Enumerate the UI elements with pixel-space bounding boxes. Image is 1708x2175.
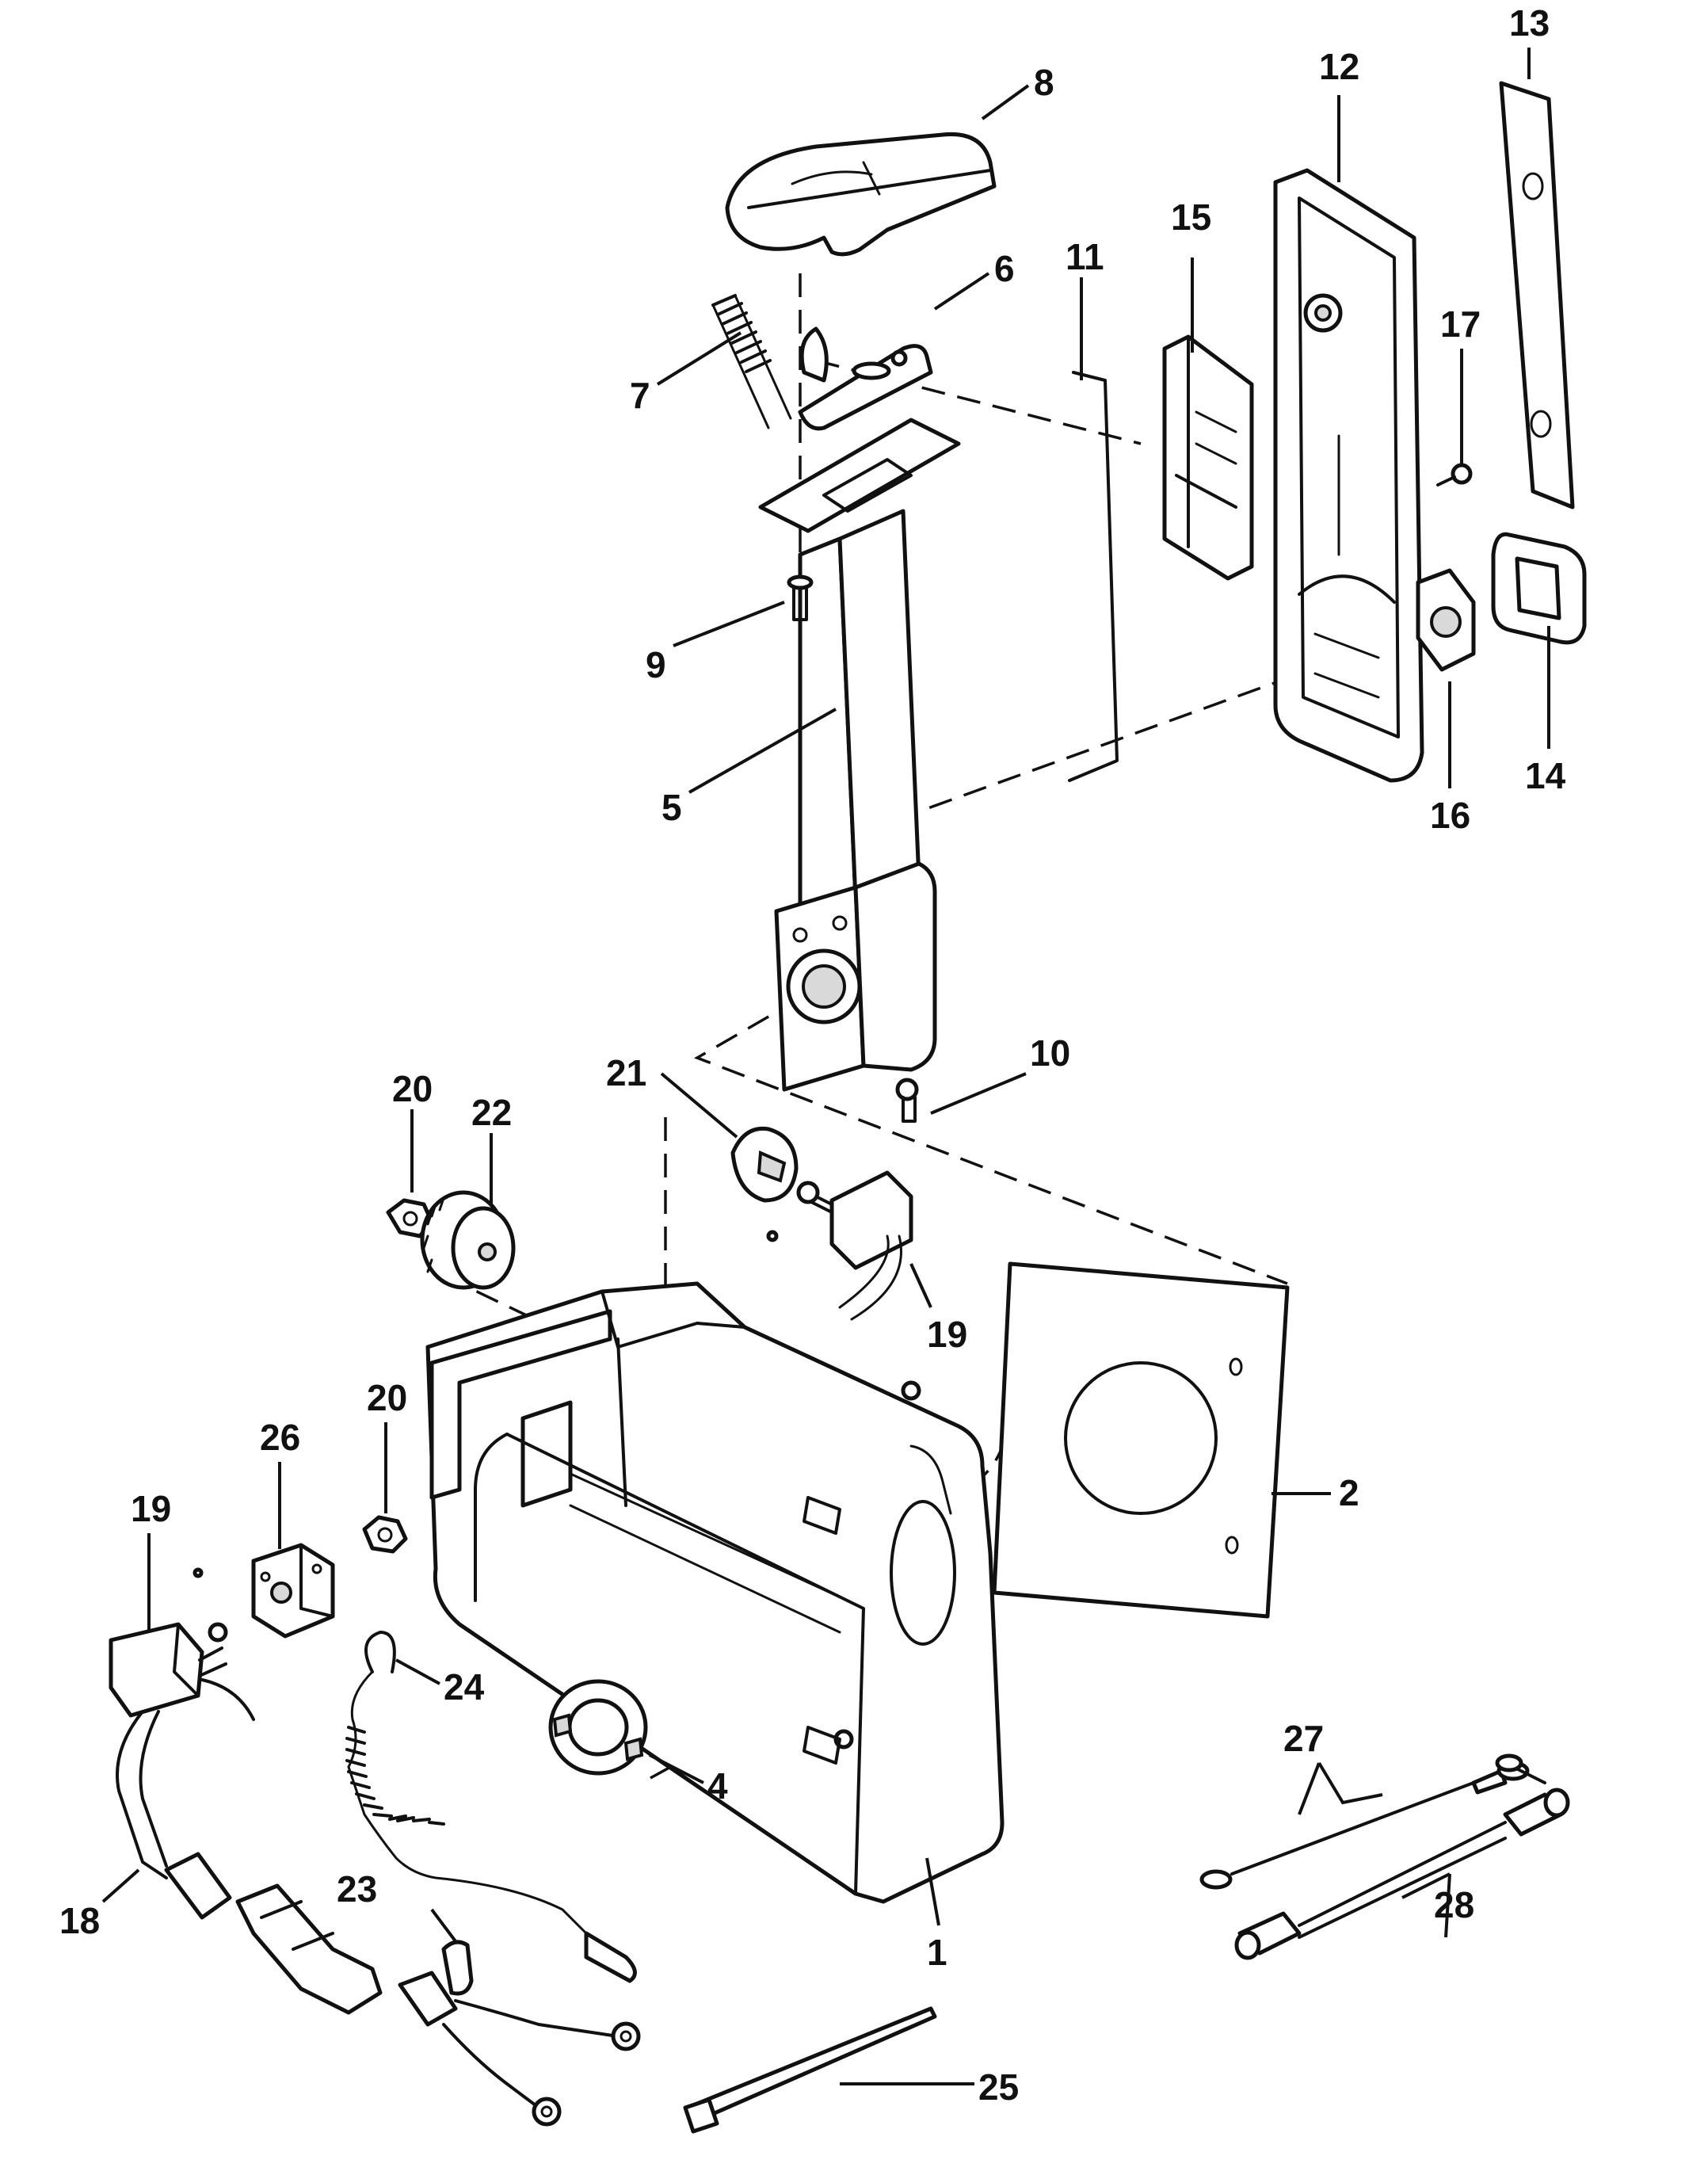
- part-7-spring: [711, 294, 792, 429]
- callout-part-17: 17: [1440, 303, 1481, 345]
- callout-part-26: 26: [260, 1417, 300, 1458]
- part-9-screw: [787, 574, 814, 621]
- callout-part-20-top: 20: [392, 1068, 433, 1109]
- callout-part-6: 6: [994, 248, 1015, 289]
- part-16-bushing: [1416, 568, 1476, 672]
- callout-part-25: 25: [978, 2066, 1019, 2108]
- callout-part-7: 7: [630, 375, 650, 416]
- leader-lines: [101, 48, 1550, 2085]
- callout-part-21: 21: [606, 1052, 646, 1093]
- callout-part-22: 22: [471, 1092, 512, 1133]
- part-19-switch-lower: [109, 1567, 255, 1879]
- callout-part-27: 27: [1283, 1718, 1324, 1759]
- callout-part-5: 5: [661, 787, 682, 828]
- callout-part-8: 8: [1034, 62, 1054, 103]
- callout-part-12: 12: [1319, 46, 1359, 87]
- callout-part-14: 14: [1525, 755, 1566, 796]
- callout-part-1: 1: [927, 1932, 947, 1973]
- callout-part-13: 13: [1509, 2, 1550, 44]
- part-21-washer: [730, 1126, 799, 1203]
- part-11-rod: [1068, 371, 1119, 782]
- part-15-detent-plate: [1162, 334, 1254, 581]
- part-6-latch: [798, 326, 933, 431]
- part-8-handle-cover: [725, 132, 997, 257]
- part-24-lanyard: [345, 1631, 637, 1983]
- part-26-bracket: [251, 1543, 335, 1639]
- part-14-square-gasket: [1491, 532, 1587, 645]
- part-22-knob: [420, 1190, 516, 1290]
- part-27-ground-lead: [1199, 1761, 1530, 1890]
- callout-part-19-top: 19: [927, 1314, 967, 1355]
- callout-part-28: 28: [1434, 1884, 1474, 1925]
- part-20-nut-lower: [362, 1515, 408, 1554]
- part-13-gasket: [1499, 81, 1575, 509]
- callout-part-23: 23: [337, 1868, 377, 1910]
- callout-part-20-lower: 20: [367, 1377, 407, 1418]
- part-1-control-housing: [425, 1281, 1005, 1904]
- callout-part-18: 18: [59, 1900, 100, 1941]
- part-17-screw: [1436, 463, 1473, 487]
- part-19-key-switch-top: [766, 1170, 913, 1321]
- callout-part-19-lower: 19: [131, 1488, 171, 1529]
- part-12-back-plate: [1273, 168, 1424, 783]
- callout-part-11: 11: [1066, 236, 1104, 277]
- part-2-gasket-plate: [992, 1261, 1290, 1619]
- part-28-lead: [1234, 1753, 1570, 1960]
- callout-part-16: 16: [1430, 795, 1470, 836]
- part-4-retainer-ring: [548, 1679, 648, 1776]
- callout-part-24: 24: [444, 1666, 485, 1708]
- part-25-cable-tie: [683, 2006, 937, 2134]
- callout-numbers: 8 6 7 9 5 10 11 15 12 13 14 17 16 20 22 …: [59, 2, 1566, 2108]
- callout-part-9: 9: [646, 644, 666, 685]
- callout-part-15: 15: [1171, 197, 1211, 238]
- part-23-clip: [441, 1940, 474, 1996]
- part-18-wire-harness: [164, 1852, 641, 2127]
- callout-part-2: 2: [1339, 1472, 1359, 1513]
- part-10-screw: [895, 1078, 919, 1123]
- callout-part-10: 10: [1030, 1032, 1070, 1074]
- part-5-control-handle: [758, 418, 961, 1092]
- callout-part-4: 4: [707, 1765, 728, 1807]
